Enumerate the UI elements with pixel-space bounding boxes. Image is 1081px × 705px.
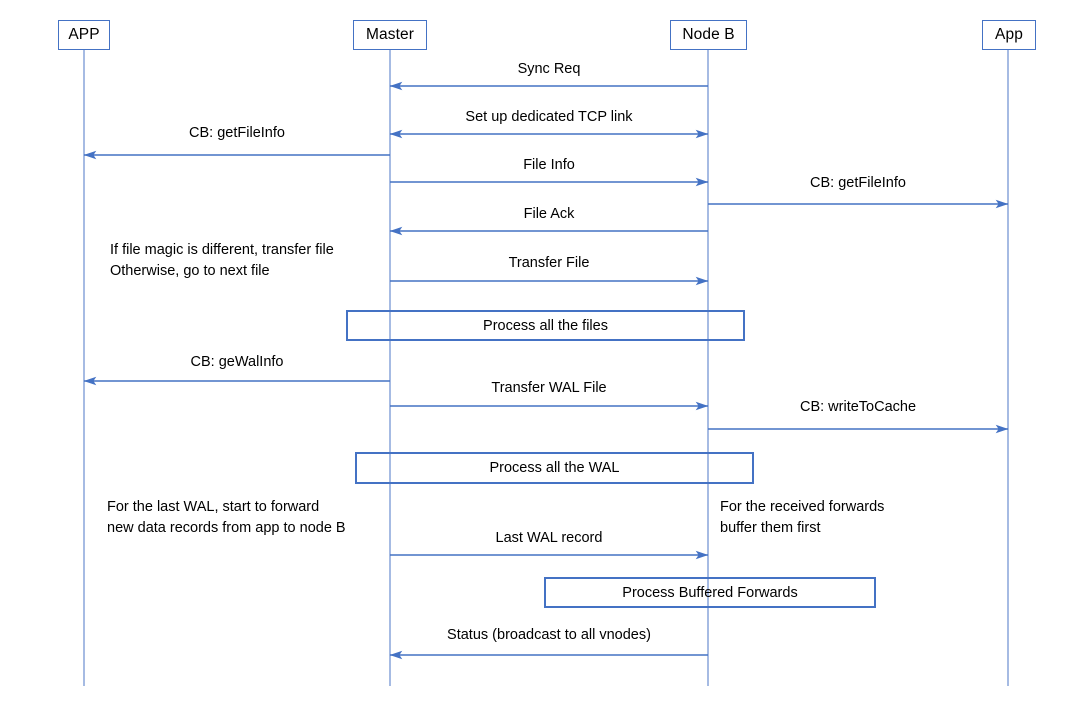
message-label-sync-req: Sync Req [517, 61, 581, 77]
message-label-transfer-wal: Transfer WAL File [491, 380, 607, 396]
message-label-tcp-link: Set up dedicated TCP link [465, 109, 633, 125]
actor-header-app_left[interactable]: APP [58, 20, 110, 50]
message-label-file-info: File Info [523, 157, 575, 173]
message-label-file-ack: File Ack [523, 206, 575, 222]
actor-header-app_right[interactable]: App [982, 20, 1036, 50]
message-label-cb-getfileinfo-left: CB: getFileInfo [189, 125, 285, 141]
note-note-buffer-forwards: For the received forwards buffer them fi… [720, 499, 885, 537]
message-label-cb-getfileinfo-right: CB: getFileInfo [810, 175, 906, 191]
message-label-cb-writetocache: CB: writeToCache [799, 399, 917, 415]
messages-group [83, 81, 1009, 660]
fragment-process-all-wal[interactable]: Process all the WAL [355, 452, 754, 484]
note-note-file-magic: If file magic is different, transfer fil… [110, 242, 334, 280]
message-label-last-wal-record: Last WAL record [495, 530, 603, 546]
actor-header-node_b[interactable]: Node B [670, 20, 747, 50]
message-label-status: Status (broadcast to all vnodes) [447, 627, 651, 643]
message-label-cb-gewalinfo: CB: geWalInfo [190, 354, 284, 370]
actor-header-master[interactable]: Master [353, 20, 427, 50]
fragment-process-buffered-forwards[interactable]: Process Buffered Forwards [544, 577, 876, 608]
note-note-last-wal-forward: For the last WAL, start to forward new d… [107, 499, 346, 537]
fragment-process-all-files[interactable]: Process all the files [346, 310, 745, 341]
lifelines-group [83, 50, 1009, 686]
message-label-transfer-file: Transfer File [508, 255, 590, 271]
